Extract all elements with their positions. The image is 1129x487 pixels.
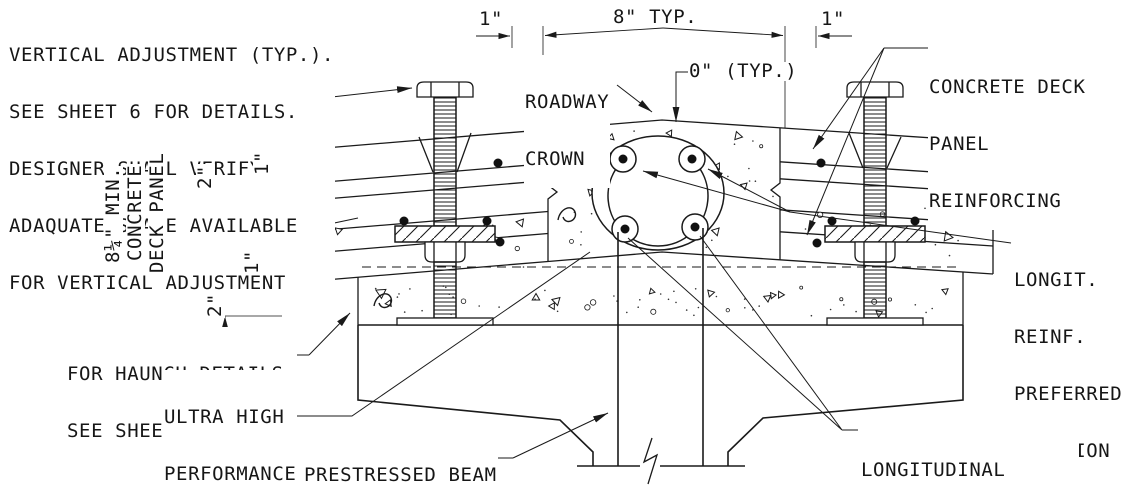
shear-pocket (591, 135, 725, 251)
dim-two-top: 2" (194, 163, 216, 190)
label-prestressed-beam-reinforcement: PRESTRESSED BEAM REINFORCEMENT (303, 428, 498, 487)
deck-rebar-dots (399, 158, 920, 248)
label-panel-deck: DECK PANEL (146, 151, 168, 274)
dim-one-top: 1" (251, 149, 273, 176)
label-uhpc: ULTRA HIGH PERFORMANCE CONCRETE (163, 370, 298, 487)
dim-one-left: 1" (478, 8, 505, 30)
dim-one-bottom: 1" (241, 248, 263, 275)
dim-one-right: 1" (820, 8, 847, 30)
leader-zero-typ (675, 71, 690, 105)
label-panel-thickness: 8¼" MIN. (102, 165, 124, 264)
leader-alternate (627, 235, 858, 431)
dim-zero-typ: 0" (TYP.) (688, 60, 799, 82)
vertical-adjustment-bolt-right (824, 81, 926, 326)
note-vertical-adjustment: VERTICAL ADJUSTMENT (TYP.). SEE SHEET 6 … (8, 8, 336, 312)
rebar-squiggle-icon (373, 207, 577, 309)
leader-longit-preferred (789, 211, 1012, 244)
dim-two-bottom: 2" (204, 291, 226, 318)
leader-roadway-crown (616, 84, 653, 113)
label-panel-concrete: CONCRETE (124, 163, 146, 262)
beam-stirrups (617, 228, 704, 466)
vertical-adjustment-bolt-left (394, 81, 496, 326)
label-longitudinal-alternate: LONGITUDINAL REINFORCEMENT ALTERNATE LOC… (860, 423, 1079, 487)
dim-eight-typ: 8" TYP. (612, 6, 699, 28)
label-concrete-deck-panel-reinforcing: CONCRETE DECK PANEL REINFORCING (928, 40, 1087, 230)
label-roadway-crown: ROADWAY CROWN (524, 55, 611, 188)
